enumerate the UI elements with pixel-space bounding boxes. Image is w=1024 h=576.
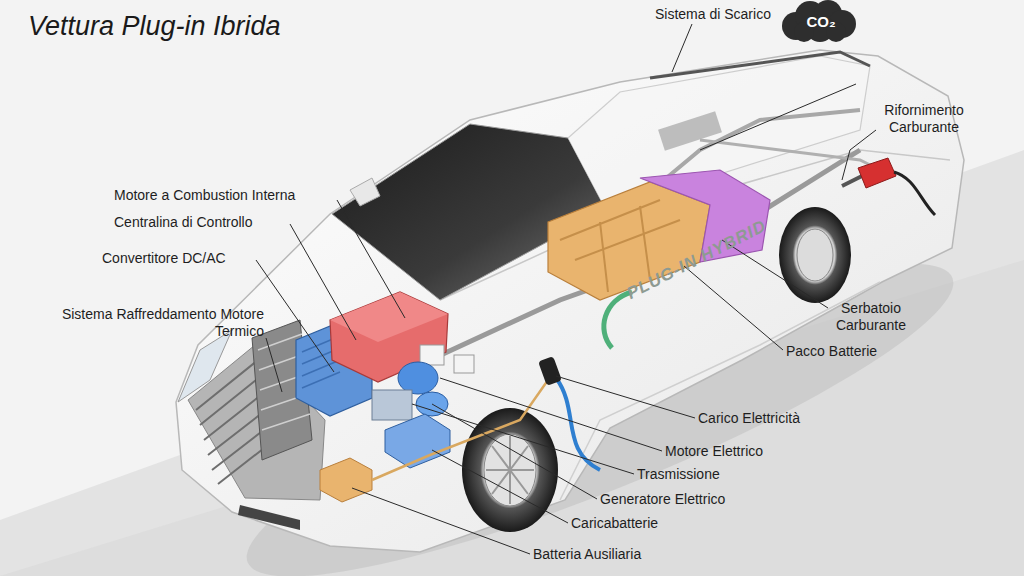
fuel-hose bbox=[894, 172, 935, 215]
fuel-nozzle bbox=[858, 158, 896, 188]
logo-arc bbox=[604, 292, 632, 348]
part-label: Sistema Raffreddamento Motore Termico bbox=[40, 306, 264, 340]
part-label: Centralina di Controllo bbox=[114, 214, 253, 231]
fuel-line bbox=[700, 140, 880, 170]
part-label: Convertitore DC/AC bbox=[102, 250, 226, 267]
rear-rim bbox=[797, 229, 833, 281]
engine-top bbox=[330, 292, 448, 342]
part-label: Rifornimento Carburante bbox=[868, 102, 980, 136]
part-label: Sistema di Scarico bbox=[655, 6, 771, 23]
headlight bbox=[178, 330, 232, 402]
front-rim bbox=[484, 434, 536, 506]
roof-edge bbox=[650, 52, 870, 78]
battery-pack bbox=[548, 182, 710, 300]
diagram-title: Vettura Plug-in Ibrida bbox=[28, 10, 281, 42]
fog-light bbox=[238, 505, 300, 530]
front-wheel bbox=[462, 408, 558, 532]
exhaust-pipe bbox=[430, 150, 860, 360]
car-body bbox=[176, 50, 964, 552]
part-label: Motore a Combustion Interna bbox=[114, 187, 295, 204]
part-label: Caricabatterie bbox=[571, 515, 658, 532]
charge-plug bbox=[538, 356, 562, 386]
mirror bbox=[350, 178, 380, 206]
rim-spokes bbox=[486, 436, 534, 504]
part-label: Serbatoio Carburante bbox=[822, 300, 920, 334]
part-label: Batteria Ausiliaria bbox=[533, 546, 641, 563]
car-side-logo: PLUG-IN HYBRID bbox=[624, 217, 769, 302]
node-text: CO₂ bbox=[780, 0, 862, 42]
electric-motor bbox=[398, 362, 438, 394]
coolant-tank bbox=[420, 345, 444, 365]
leader-lines bbox=[256, 24, 876, 554]
part-label: Motore Elettrico bbox=[665, 443, 763, 460]
aux-battery bbox=[320, 458, 372, 502]
part-label: Carico Elettricità bbox=[698, 410, 800, 427]
rear-wheel bbox=[779, 207, 851, 303]
washer-tank bbox=[454, 355, 474, 373]
sill-line bbox=[560, 282, 880, 500]
part-label: Trasmissione bbox=[637, 466, 720, 483]
part-label: Pacco Batterie bbox=[786, 343, 877, 360]
exhaust-cloud: CO₂ bbox=[780, 0, 862, 42]
transmission bbox=[372, 390, 412, 420]
nozzle-spout bbox=[842, 176, 862, 186]
part-label: Generatore Elettrico bbox=[600, 491, 725, 508]
